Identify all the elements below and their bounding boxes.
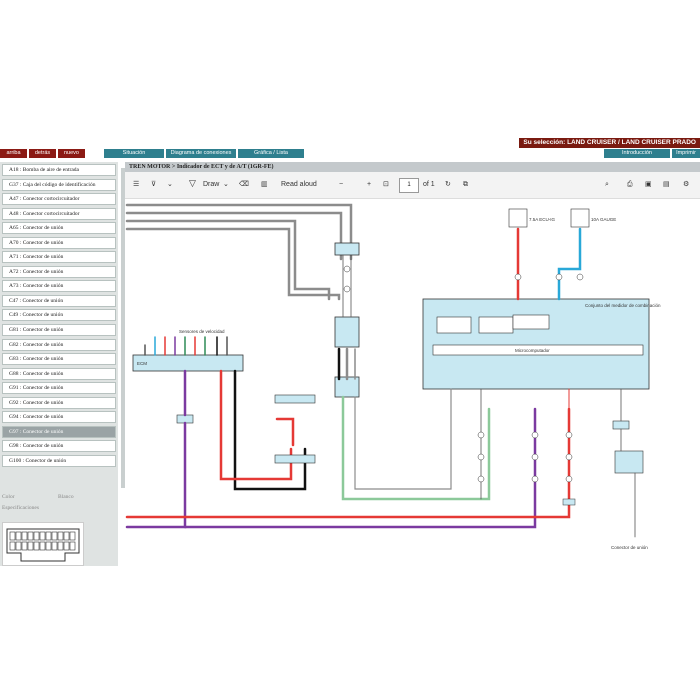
fit-page-icon[interactable]: ⊡ (383, 181, 389, 188)
search-icon[interactable]: ⌕ (605, 181, 609, 188)
color-label: Color (2, 494, 15, 500)
pdf-toolbar: ☰ ⊽ ⌄ ▽ Draw ⌄ ⌫ ▥ Read aloud − + ⊡ 1 of… (125, 172, 700, 199)
sidebar-item[interactable]: A70 : Conector de unión (2, 236, 116, 249)
sidebar-item[interactable]: G94 : Conector de unión (2, 411, 116, 424)
settings-icon[interactable]: ⚙ (683, 181, 690, 188)
meter-label: Conjunto del medidor de combinación (585, 303, 661, 308)
sidebar-item[interactable]: A18 : Bomba de aire de entrada (2, 164, 116, 176)
sidebar-item[interactable]: G81 : Conector de unión (2, 324, 116, 337)
sensor-title: Sensores de velocidad (179, 329, 225, 334)
new-button[interactable]: nuevo (58, 149, 85, 158)
filter-icon[interactable]: ⊽ (151, 181, 157, 188)
spec-label: Especificaciones (2, 505, 39, 511)
connector-preview (2, 522, 84, 566)
sidebar-item[interactable]: G91 : Conector de unión (2, 382, 116, 395)
sidebar-item[interactable]: G83 : Conector de unión (2, 353, 116, 366)
sidebar-item[interactable]: G100 : Conector de unión (2, 454, 116, 467)
sidebar-item[interactable]: G88 : Conector de unión (2, 367, 116, 380)
layout-icon[interactable]: ⧉ (463, 181, 468, 188)
sidebar-item[interactable]: G92 : Conector de unión (2, 396, 116, 409)
zoom-in-icon[interactable]: + (367, 181, 372, 188)
back-button[interactable]: detrás (29, 149, 56, 158)
eraser-icon[interactable]: ⌫ (239, 181, 249, 188)
save-as-icon[interactable]: ▤ (663, 181, 670, 188)
connector-face-icon (6, 528, 80, 562)
draw-icon[interactable]: ▽ (189, 178, 196, 188)
sidebar-item[interactable]: A71 : Conector de unión (2, 251, 116, 264)
menu-icon[interactable]: ☰ (133, 181, 140, 188)
sidebar-item[interactable]: A72 : Conector de unión (2, 265, 116, 278)
sidebar-item[interactable]: A73 : Conector de unión (2, 280, 116, 293)
read-aloud-button[interactable]: Read aloud (281, 181, 317, 188)
junction-label: Conector de unión (611, 545, 648, 550)
print-icon[interactable]: ⎙ (627, 181, 633, 188)
tab-imprimir[interactable]: Imprimir (672, 149, 700, 158)
zoom-out-icon[interactable]: − (339, 181, 344, 188)
page-count: of 1 (423, 181, 435, 188)
properties-panel: Color Blanco Especificaciones (2, 492, 116, 514)
vehicle-selection: Su selección: LAND CRUISER / LAND CRUISE… (519, 138, 700, 148)
draw-button[interactable]: Draw (203, 181, 220, 188)
sidebar-item[interactable]: G98 : Conector de unión (2, 440, 116, 453)
breadcrumb: TREN MOTOR > Indicador de ECT y de A/T (… (125, 162, 700, 172)
save-icon[interactable]: ▣ (645, 181, 652, 188)
page-view-icon[interactable]: ▥ (261, 181, 268, 188)
tab-introduccion[interactable]: Introducción (604, 149, 670, 158)
microcomputer-label: Microcomputador (515, 348, 550, 353)
sidebar-item[interactable]: A48 : Conector cortocircuitador (2, 207, 116, 220)
sidebar-item[interactable]: C47 : Conector de unión (2, 294, 116, 307)
sidebar-scrollbar[interactable] (121, 168, 125, 488)
color-value: Blanco (58, 494, 74, 500)
sidebar-item[interactable]: A65 : Conector de unión (2, 222, 116, 235)
fuse-gauge-label: 10A GAUGE (591, 217, 616, 222)
tab-grafica[interactable]: Gráfica / Lista (238, 149, 304, 158)
sidebar-item[interactable]: A47 : Conector cortocircuitador (2, 193, 116, 206)
sidebar-item[interactable]: C49 : Conector de unión (2, 309, 116, 322)
rotate-icon[interactable]: ↻ (445, 181, 451, 188)
wiring-diagram: Sensores de velocidad ECM Microcomputado… (125, 203, 661, 550)
filter-chevron-icon[interactable]: ⌄ (167, 181, 173, 188)
ecm-label: ECM (137, 361, 147, 366)
document-viewer: TREN MOTOR > Indicador de ECT y de A/T (… (125, 162, 700, 566)
wiring-diagram-canvas: Sensores de velocidad ECM Microcomputado… (125, 199, 700, 566)
wiring-app: Su selección: LAND CRUISER / LAND CRUISE… (0, 138, 700, 566)
up-button[interactable]: arriba (0, 149, 27, 158)
sidebar-item[interactable]: G82 : Conector de unión (2, 338, 116, 351)
sidebar-item[interactable]: G97 : Conector de unión (2, 425, 116, 438)
draw-chevron-icon[interactable]: ⌄ (223, 181, 229, 188)
sidebar-item[interactable]: G37 : Caja del código de identificación (2, 178, 116, 191)
tab-diagrama[interactable]: Diagrama de conexiones (166, 149, 236, 158)
page-number-input[interactable]: 1 (399, 178, 419, 193)
spec-row: Especificaciones (2, 503, 116, 514)
color-row: Color Blanco (2, 492, 116, 503)
top-bar: Su selección: LAND CRUISER / LAND CRUISE… (0, 138, 700, 158)
tab-situacion[interactable]: Situación (104, 149, 164, 158)
fuse-ecu-ig-label: 7.5A ECU-IG (529, 217, 556, 222)
